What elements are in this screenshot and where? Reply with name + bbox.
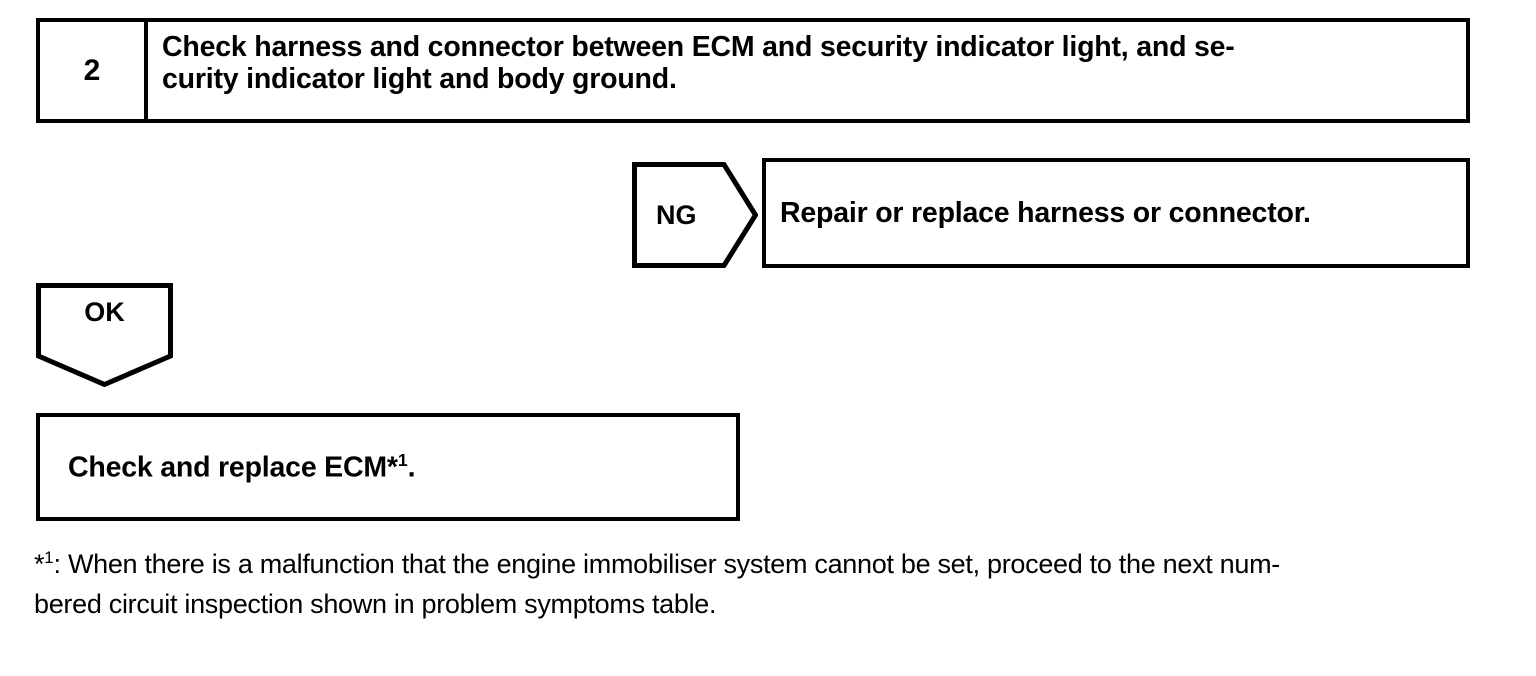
ok-branch-label: OK bbox=[84, 297, 125, 327]
final-action-text-main: Check and replace ECM* bbox=[68, 451, 398, 484]
ng-branch-tag: NG bbox=[632, 162, 758, 268]
footnote: *1: When there is a malfunction that the… bbox=[34, 545, 1476, 625]
footnote-marker-star: * bbox=[34, 549, 45, 579]
ng-result-box: Repair or replace harness or connector. bbox=[762, 158, 1470, 268]
ok-branch-tag: OK bbox=[36, 283, 173, 387]
footnote-line-1: *1: When there is a malfunction that the… bbox=[34, 545, 1476, 585]
step-instruction-line-1: Check harness and connector between ECM … bbox=[162, 31, 1235, 63]
ng-result-text: Repair or replace harness or connector. bbox=[780, 196, 1311, 229]
ng-branch-label: NG bbox=[656, 199, 697, 230]
arrow-down-pentagon-icon bbox=[36, 283, 173, 387]
final-action-superscript: 1 bbox=[397, 449, 408, 470]
step-row: 2 Check harness and connector between EC… bbox=[36, 18, 1470, 123]
arrow-right-pentagon-icon bbox=[632, 162, 758, 268]
step-number: 2 bbox=[83, 53, 101, 87]
step-instruction-text: Check harness and connector between ECM … bbox=[162, 31, 1235, 96]
footnote-separator: : bbox=[53, 549, 68, 579]
footnote-line-2: bered circuit inspection shown in proble… bbox=[34, 588, 717, 619]
footnote-text-line-1: When there is a malfunction that the eng… bbox=[67, 549, 1280, 579]
step-instruction-cell: Check harness and connector between ECM … bbox=[148, 22, 1466, 119]
final-action-box: Check and replace ECM*1. bbox=[36, 413, 740, 521]
footnote-marker-number: 1 bbox=[44, 548, 54, 567]
final-action-text-tail: . bbox=[407, 451, 416, 484]
final-action-text: Check and replace ECM*1. bbox=[68, 449, 416, 485]
step-instruction-line-2: curity indicator light and body ground. bbox=[162, 62, 677, 95]
step-number-cell: 2 bbox=[40, 22, 148, 119]
